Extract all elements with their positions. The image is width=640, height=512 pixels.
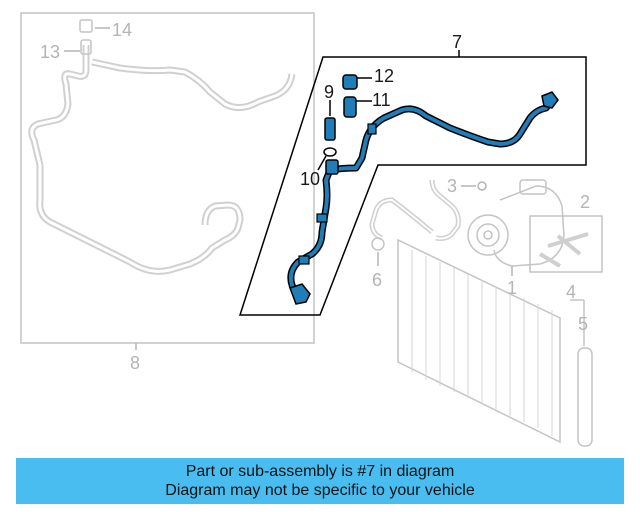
part-7-clamp-3 <box>298 255 310 265</box>
part-5-dryer <box>577 347 593 447</box>
info-banner: Part or sub-assembly is #7 in diagram Di… <box>16 458 624 504</box>
part-8-frame <box>20 12 315 344</box>
part-2-bolt-2 <box>556 234 582 256</box>
faded-callouts: 14 13 8 <box>40 20 140 373</box>
part-7-clamp-2 <box>316 213 328 223</box>
part-10-o-ring[interactable] <box>323 147 337 157</box>
part-11-valve[interactable] <box>343 96 357 118</box>
part-6-fitting <box>371 237 385 251</box>
callout-13: 13 <box>40 42 60 62</box>
callout-8: 8 <box>130 353 140 373</box>
part-8-group <box>20 12 315 344</box>
part-2-box <box>529 215 603 273</box>
banner-line-1: Part or sub-assembly is #7 in diagram <box>185 463 455 480</box>
part-14-cap <box>79 19 93 33</box>
callout-7[interactable]: 7 <box>452 32 462 52</box>
part-8-line <box>28 45 244 275</box>
part-2-bolt-3 <box>538 252 562 268</box>
part-13-valve <box>80 39 92 55</box>
part-2-bolt-1 <box>547 232 589 248</box>
part-1-body <box>493 185 565 267</box>
callout-1: 1 <box>507 278 517 298</box>
part-7-fitting-upper[interactable] <box>541 91 559 109</box>
callout-14: 14 <box>112 20 132 40</box>
callout-3: 3 <box>447 176 457 196</box>
part-12-cap[interactable] <box>342 74 358 90</box>
callout-11[interactable]: 11 <box>372 90 391 110</box>
callout-2: 2 <box>580 192 590 212</box>
callout-10[interactable]: 10 <box>300 169 320 189</box>
banner-line-2: Diagram may not be specific to your vehi… <box>165 482 475 499</box>
condenser-fins <box>411 250 553 436</box>
part-1-pulley <box>467 214 509 256</box>
faded-callouts-right: 3 2 1 6 4 5 <box>372 176 590 334</box>
part-7-fitting-lower[interactable] <box>289 283 311 305</box>
callout-5: 5 <box>578 314 588 334</box>
part-4-condenser <box>397 238 561 444</box>
callout-9[interactable]: 9 <box>324 82 334 102</box>
faded-components <box>369 179 603 447</box>
part-7-clamp-1 <box>367 123 377 135</box>
part-7-group: 7 12 11 9 10 <box>238 32 587 316</box>
callout-6: 6 <box>372 270 382 290</box>
part-7-frame <box>238 56 587 316</box>
callout-12[interactable]: 12 <box>374 66 394 86</box>
callout-4: 4 <box>566 282 576 302</box>
part-9-sensor[interactable] <box>324 117 336 141</box>
part-7-junction[interactable] <box>325 159 339 175</box>
part-6-line <box>369 197 434 241</box>
